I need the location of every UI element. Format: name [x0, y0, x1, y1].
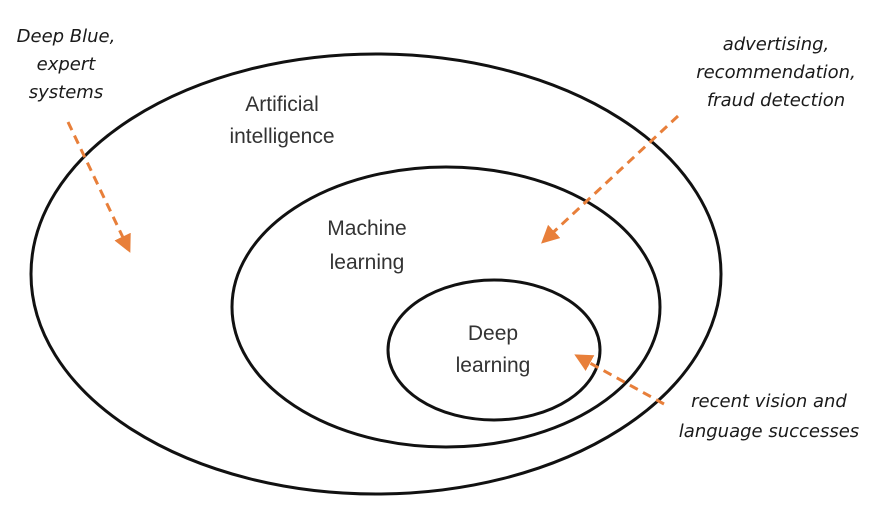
ml-label-line1: Machine	[327, 217, 406, 240]
dl-ellipse	[386, 278, 602, 422]
dl-label-line1: Deep	[468, 322, 518, 345]
dl-label: Deep learning	[456, 322, 531, 377]
ai-ellipse	[29, 52, 723, 496]
ml-examples-note: advertising, recommendation, fraud detec…	[696, 34, 856, 111]
ml-examples-line1: advertising,	[723, 34, 830, 55]
dl-label-line2: learning	[456, 354, 531, 377]
ai-label-line1: Artificial	[245, 93, 319, 116]
ai-label-line2: intelligence	[229, 125, 334, 148]
ml-label-line2: learning	[330, 251, 405, 274]
dl-examples-line1: recent vision and	[691, 391, 847, 412]
ml-examples-line3: fraud detection	[707, 90, 845, 111]
ai-examples-line1: Deep Blue,	[17, 26, 116, 47]
dl-examples-arrow	[574, 354, 665, 406]
ml-examples-line2: recommendation,	[696, 62, 856, 83]
ai-label: Artificial intelligence	[229, 93, 334, 148]
ai-examples-note: Deep Blue, expert systems	[17, 26, 116, 103]
dl-examples-note: recent vision and language successes	[679, 391, 859, 442]
ai-examples-line2: expert	[37, 54, 97, 75]
ml-label: Machine learning	[327, 217, 406, 274]
ai-examples-arrow	[66, 121, 131, 253]
ml-examples-arrow	[541, 114, 680, 244]
ai-examples-line3: systems	[29, 82, 103, 103]
dl-examples-line2: language successes	[679, 421, 859, 442]
ml-ellipse	[230, 165, 662, 449]
